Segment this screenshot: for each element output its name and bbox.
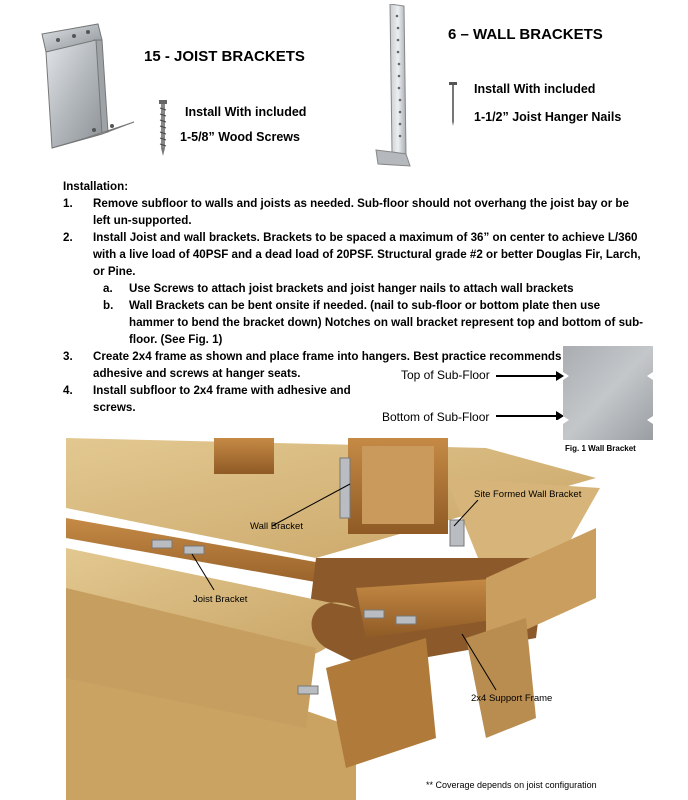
- substep-text: Wall Brackets can be bent onsite if need…: [129, 299, 644, 346]
- step-number: 3.: [63, 350, 73, 363]
- wall-install-line1: Install With included: [474, 82, 596, 96]
- installation-section: Installation: 1. Remove subfloor to wall…: [63, 178, 647, 416]
- wall-bracket-callout: Wall Bracket: [250, 521, 303, 532]
- step-number: 4.: [63, 384, 73, 397]
- joist-bracket-image: [41, 23, 135, 149]
- step-text: Install subfloor to 2x4 frame with adhes…: [93, 384, 351, 414]
- fig1-top-label: Top of Sub-Floor: [401, 368, 490, 382]
- step-4: 4. Install subfloor to 2x4 frame with ad…: [63, 382, 393, 416]
- fig1-wall-bracket-image: [563, 346, 653, 440]
- step-text: Install Joist and wall brackets. Bracket…: [93, 231, 641, 278]
- substep-text: Use Screws to attach joist brackets and …: [129, 282, 574, 295]
- substep-letter: a.: [103, 282, 113, 295]
- fig1-bottom-label: Bottom of Sub-Floor: [382, 410, 490, 424]
- wall-bracket-image: [375, 4, 411, 167]
- step-text: Create 2x4 frame as shown and place fram…: [93, 350, 615, 380]
- joist-bracket-title: 15 - JOIST BRACKETS: [144, 48, 305, 65]
- joist-bracket-callout: Joist Bracket: [193, 594, 248, 605]
- site-formed-callout: Site Formed Wall Bracket: [474, 489, 582, 500]
- wall-install-line2: 1-1/2” Joist Hanger Nails: [474, 110, 622, 124]
- joist-hanger-nail-icon: [449, 82, 457, 126]
- substep-b: b. Wall Brackets can be bent onsite if n…: [63, 297, 647, 348]
- joist-install-line1: Install With included: [185, 105, 307, 119]
- substep-a: a. Use Screws to attach joist brackets a…: [63, 280, 647, 297]
- step-2: 2. Install Joist and wall brackets. Brac…: [63, 229, 647, 280]
- support-frame-callout: 2x4 Support Frame: [471, 693, 553, 704]
- installation-heading: Installation:: [63, 180, 129, 193]
- step-number: 2.: [63, 231, 73, 244]
- fig1-arrows: [496, 371, 564, 420]
- step-1: 1. Remove subfloor to walls and joists a…: [63, 195, 647, 229]
- installation-diagram: [66, 438, 600, 800]
- wood-screw-icon: [159, 100, 167, 156]
- substep-letter: b.: [103, 299, 114, 312]
- step-number: 1.: [63, 197, 73, 210]
- joist-install-line2: 1-5/8” Wood Screws: [180, 130, 300, 144]
- fig1-caption: Fig. 1 Wall Bracket: [565, 444, 636, 453]
- step-3: 3. Create 2x4 frame as shown and place f…: [63, 348, 647, 382]
- wall-bracket-title: 6 – WALL BRACKETS: [448, 26, 603, 43]
- step-text: Remove subfloor to walls and joists as n…: [93, 197, 629, 227]
- coverage-note: ** Coverage depends on joist configurati…: [426, 780, 597, 790]
